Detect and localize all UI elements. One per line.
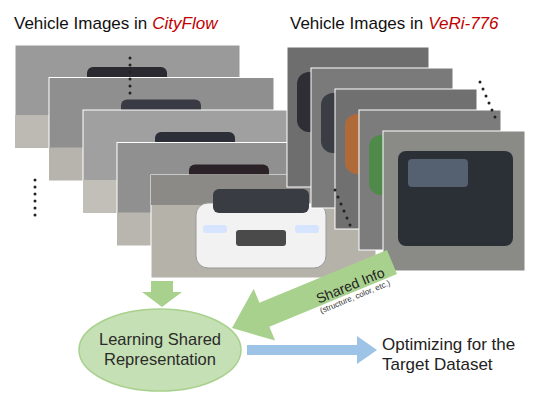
node-text: Optimizing for the Target Dataset [382, 335, 540, 376]
headlight [295, 225, 319, 233]
car-grille [236, 230, 286, 246]
flow-arrow [247, 345, 357, 355]
arrow-shaft [247, 345, 357, 355]
photo [383, 131, 525, 271]
arrow-label-group: Shared Info(structure, color, etc.) [296, 257, 407, 322]
ellipsis-dots [334, 81, 497, 227]
car-window [213, 189, 309, 213]
process-ellipse: Learning Shared Representation [78, 308, 242, 392]
headlight [203, 225, 227, 233]
section-heading: Vehicle Images in [14, 14, 147, 34]
node-text: Learning Shared Representation [93, 330, 227, 370]
van [398, 151, 513, 246]
section-heading: Vehicle Images in [290, 14, 423, 34]
arrow-head [357, 336, 377, 364]
ellipse-shape [79, 309, 241, 391]
target-text-node: Optimizing for the Target Dataset [382, 331, 540, 379]
green-arrow [142, 281, 182, 307]
dataset-name: CityFlow [152, 14, 217, 34]
van-window [408, 159, 468, 187]
dataset-name: VeRi-776 [428, 14, 498, 34]
ellipsis-dots [34, 57, 132, 217]
veri-image [383, 131, 525, 271]
